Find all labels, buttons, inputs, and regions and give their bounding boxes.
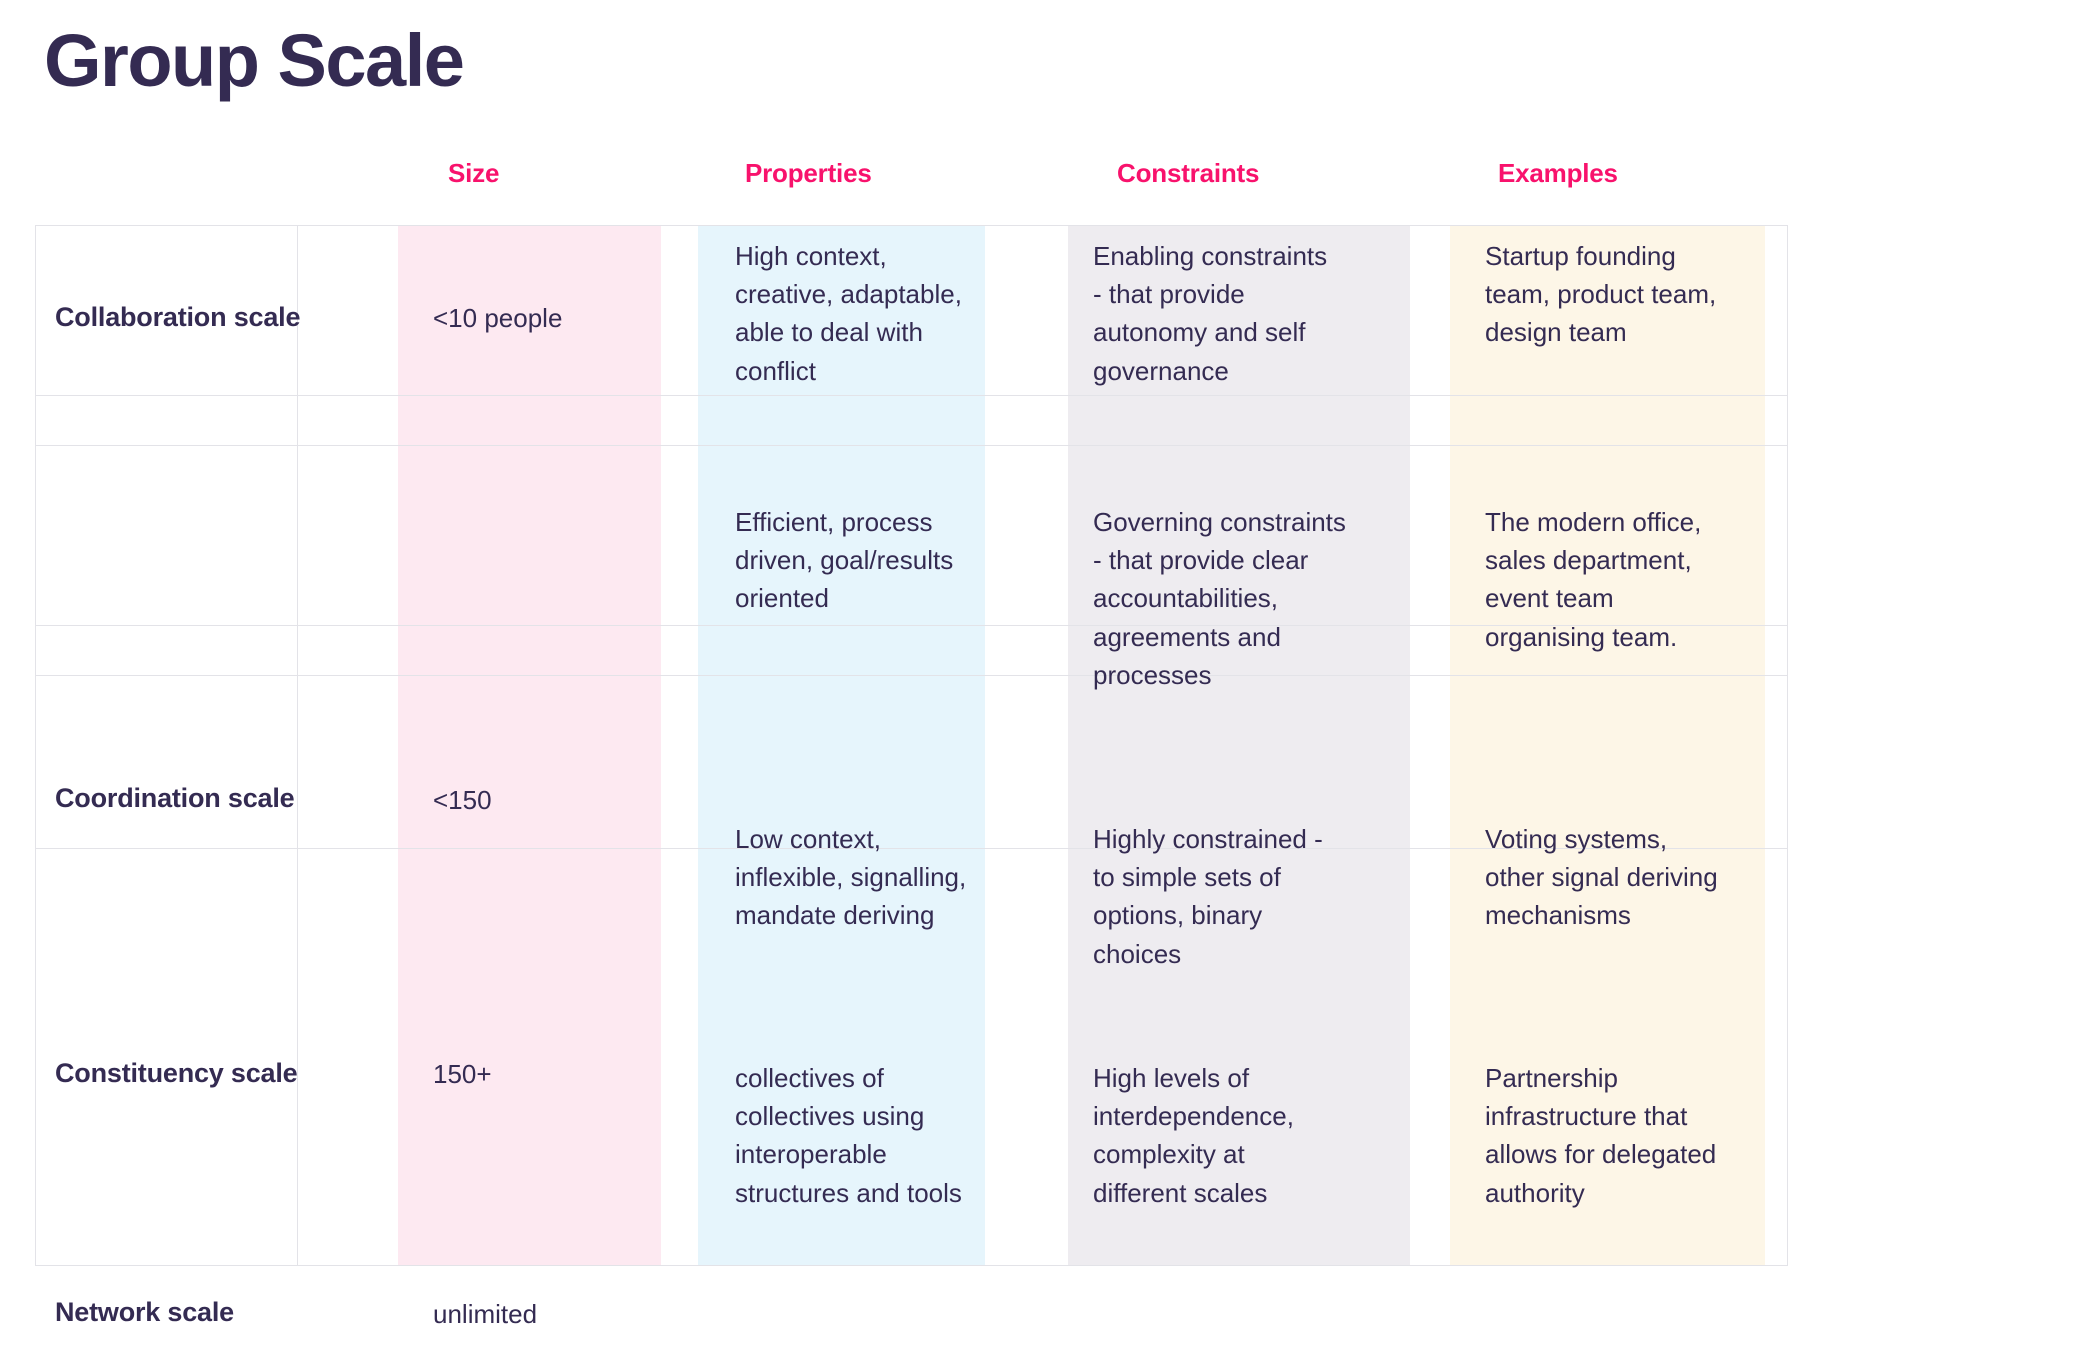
column-band-examples [1450,225,1765,1265]
gridline-spacer1-bottom [35,445,1788,446]
cell-properties: Low context, inflexible, signalling, man… [735,824,967,931]
gridline-row2-bottom [35,625,1788,626]
table-row: Collaboration scale [55,302,301,332]
cell-examples: The modern office, sales department, eve… [1485,507,1702,652]
page-title: Group Scale [44,19,465,102]
table-gridlines [35,225,1788,1266]
column-band-constraints [1068,225,1410,1265]
cell-constraints: Governing constraints - that provide cle… [1093,507,1346,690]
cell-size: <10 people [433,303,563,333]
column-header-constraints: Constraints [1117,158,1260,188]
gridline-bottom [35,1265,1788,1266]
cell-properties: collectives of collectives using interop… [735,1063,962,1208]
table-row: Network scale [55,1297,234,1327]
cell-constraints: Enabling constraints - that provide auto… [1093,241,1328,386]
column-band-properties [698,225,985,1265]
column-header-examples: Examples [1498,158,1618,188]
table-row: Constituency scale [55,1058,298,1088]
cell-examples: Partnership infrastructure that allows f… [1485,1063,1717,1208]
cell-examples: Voting systems, other signal deriving me… [1485,824,1718,931]
gridline-right-edge [1787,225,1788,1265]
table-row: Coordination scale [55,783,295,813]
table-cells: Collaboration scale <10 people High cont… [35,225,1788,1329]
gridline-row3-bottom [35,848,1788,849]
cell-examples: Startup founding team, product team, des… [1485,241,1717,348]
column-band-size [398,225,661,1265]
cell-size: 150+ [433,1059,492,1089]
gridline-name-right [297,225,298,1265]
cell-constraints: Highly constrained - to simple sets of o… [1093,824,1323,969]
gridline-left-edge [35,225,36,1265]
table-column-headers: Size Properties Constraints Examples [35,158,1788,206]
column-header-size: Size [448,158,500,188]
column-header-properties: Properties [745,158,872,188]
cell-properties: High context, creative, adaptable, able … [735,241,962,386]
cell-constraints: High levels of interdependence, complexi… [1093,1063,1294,1208]
gridline-top [35,225,1788,226]
gridline-spacer2-bottom [35,675,1788,676]
cell-size: unlimited [433,1299,538,1329]
group-scale-table: Collaboration scale <10 people High cont… [35,225,1788,1329]
cell-size: <150 [433,785,492,815]
cell-properties: Efficient, process driven, goal/results … [735,507,954,614]
gridline-row1-bottom [35,395,1788,396]
